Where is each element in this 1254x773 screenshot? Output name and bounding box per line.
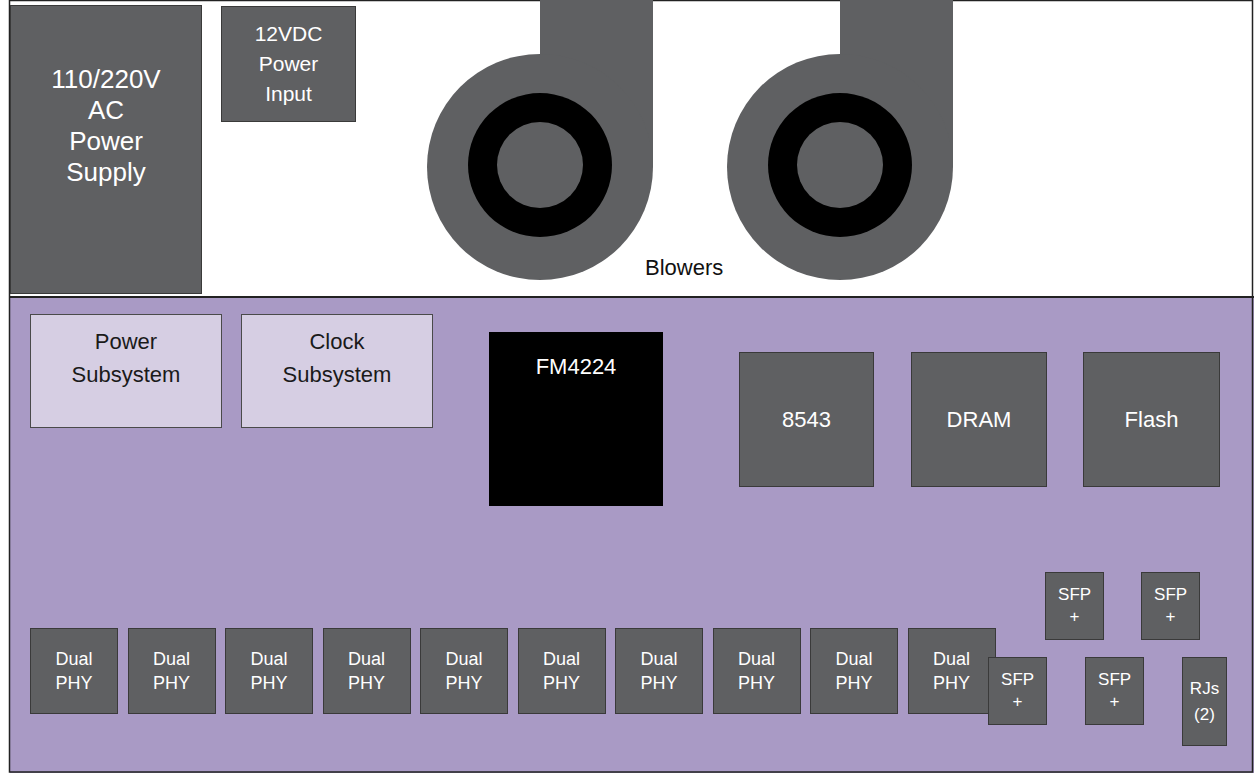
rj45-ports: RJs (2) [1182,657,1227,746]
component-label: Dual PHY [543,647,580,695]
component-label: Dual PHY [55,647,92,695]
component-label: Power Subsystem [72,325,181,391]
phy-chip: Dual PHY [615,628,703,714]
phy-chip: Dual PHY [908,628,996,714]
component-label: Dual PHY [445,647,482,695]
phy-chip: Dual PHY [128,628,216,714]
power-input-box: 12VDC Power Input [221,6,356,122]
subsystem-box: Power Subsystem [30,314,222,428]
component-label: Dual PHY [153,647,190,695]
phy-chip: Dual PHY [810,628,898,714]
blower-symbol [727,0,953,280]
component-label: Dual PHY [738,647,775,695]
memory-chip: DRAM [911,352,1047,487]
component-label: RJs (2) [1190,676,1219,728]
component-label: 110/220V AC Power Supply [51,64,160,188]
component-label: SFP + [1098,669,1131,713]
component-label: Flash [1125,406,1179,434]
processor-chip: 8543 [739,352,874,487]
memory-chip: Flash [1083,352,1220,487]
enclosure-outline [10,1,1253,773]
component-label: Clock Subsystem [283,325,392,391]
component-label: Dual PHY [250,647,287,695]
phy-chip: Dual PHY [713,628,801,714]
component-label: SFP + [1154,584,1187,628]
phy-chip: Dual PHY [518,628,606,714]
component-label: FM4224 [536,353,617,381]
part-label: Blowers [645,255,723,281]
sfp-port: SFP + [1045,572,1104,640]
blower-symbol [427,0,653,280]
component-label: 8543 [782,406,831,434]
sfp-port: SFP + [1141,572,1200,640]
component-label: 12VDC Power Input [255,19,323,109]
component-label: Dual PHY [835,647,872,695]
phy-chip: Dual PHY [30,628,118,714]
component-label: Dual PHY [640,647,677,695]
component-label: Dual PHY [348,647,385,695]
switch-chip: FM4224 [489,332,663,506]
power-supply-box: 110/220V AC Power Supply [10,5,202,294]
sfp-port: SFP + [1085,657,1144,725]
component-label: SFP + [1058,584,1091,628]
phy-chip: Dual PHY [420,628,508,714]
component-label: Dual PHY [933,647,970,695]
component-label: DRAM [947,406,1012,434]
phy-chip: Dual PHY [323,628,411,714]
subsystem-box: Clock Subsystem [241,314,433,428]
divider-line [9,296,1254,298]
component-label: SFP + [1001,669,1034,713]
sfp-port: SFP + [988,657,1047,725]
phy-chip: Dual PHY [225,628,313,714]
circuit-board [10,297,1254,773]
